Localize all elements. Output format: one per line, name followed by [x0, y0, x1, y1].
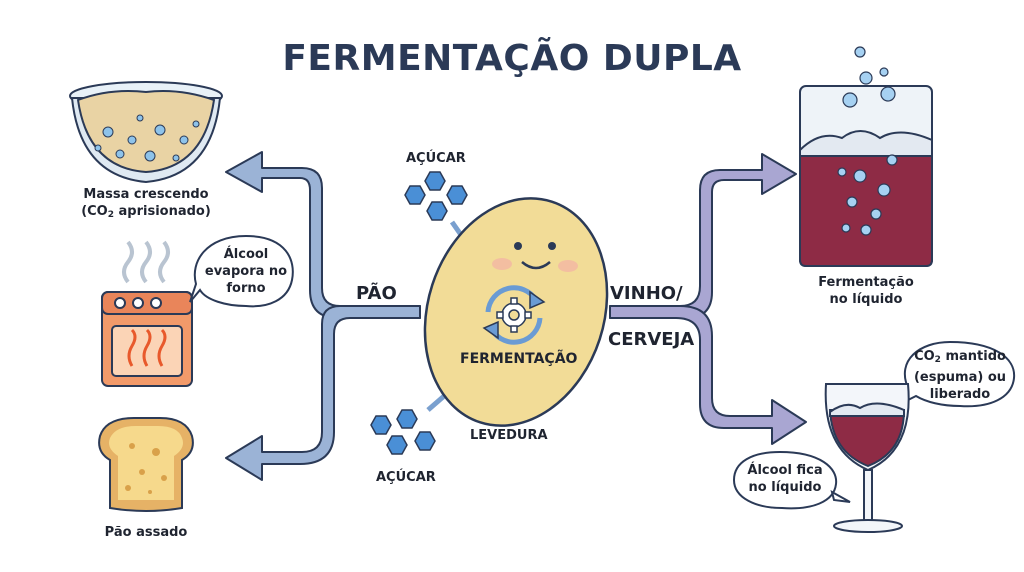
co2-bubble-line3: liberado	[929, 387, 991, 402]
sugar-label-top: AÇÚCAR	[406, 151, 466, 166]
sugar-label-bottom: AÇÚCAR	[376, 470, 436, 485]
co2-bubble-text: CO2 mantido (espuma) ou liberado	[904, 348, 1016, 403]
co2-bubble-line1: CO2 mantido	[914, 349, 1006, 365]
branch-label-drinks-line2: CERVEJA	[608, 329, 695, 350]
sugar-hexagon-icon	[404, 171, 468, 221]
wine-glass-icon	[824, 383, 910, 533]
dough-caption-line1: Massa crescendo	[83, 187, 209, 202]
liquid-caption: Fermentação no líquido	[806, 274, 926, 308]
right-branch-arrows	[609, 153, 807, 445]
dough-caption: Massa crescendo (CO2 aprisionado)	[56, 186, 236, 224]
left-branch-arrows	[225, 151, 421, 481]
co2-speech-bubble	[897, 340, 1016, 408]
liquid-caption-line1: Fermentação	[818, 275, 914, 290]
oven-bubble-line1: Álcool	[223, 247, 269, 262]
oven-icon	[101, 240, 193, 387]
oven-bubble-text: Álcool evapora no forno	[200, 246, 292, 297]
oven-bubble-line2: evapora no	[204, 264, 288, 279]
sugar-hexagon-icon	[370, 409, 436, 455]
beaker-icon	[799, 46, 933, 267]
branch-label-drinks-line1: VINHO/	[610, 283, 683, 304]
bread-icon	[98, 417, 194, 512]
alcohol-bubble-text: Álcool fica no líquido	[734, 462, 836, 496]
oven-speech-bubble	[189, 234, 294, 308]
bread-caption: Pão assado	[104, 525, 188, 540]
alcohol-speech-bubble	[732, 450, 851, 510]
alcohol-bubble-line2: no líquido	[748, 480, 822, 495]
oven-bubble-line3: forno	[226, 281, 266, 296]
cycle-gear-icon	[482, 285, 546, 345]
page-title: FERMENTAÇÃO DUPLA	[282, 38, 742, 79]
co2-bubble-line2: (espuma) ou	[913, 370, 1007, 385]
dough-bowl-icon	[69, 81, 223, 184]
yeast-label: LEVEDURA	[470, 428, 548, 443]
branch-label-bread: PÃO	[356, 283, 397, 304]
process-label: FERMENTAÇÃO	[460, 351, 578, 367]
liquid-caption-line2: no líquido	[829, 292, 903, 307]
alcohol-bubble-line1: Álcool fica	[747, 463, 823, 478]
dough-caption-line2: (CO2 aprisionado)	[81, 204, 211, 220]
